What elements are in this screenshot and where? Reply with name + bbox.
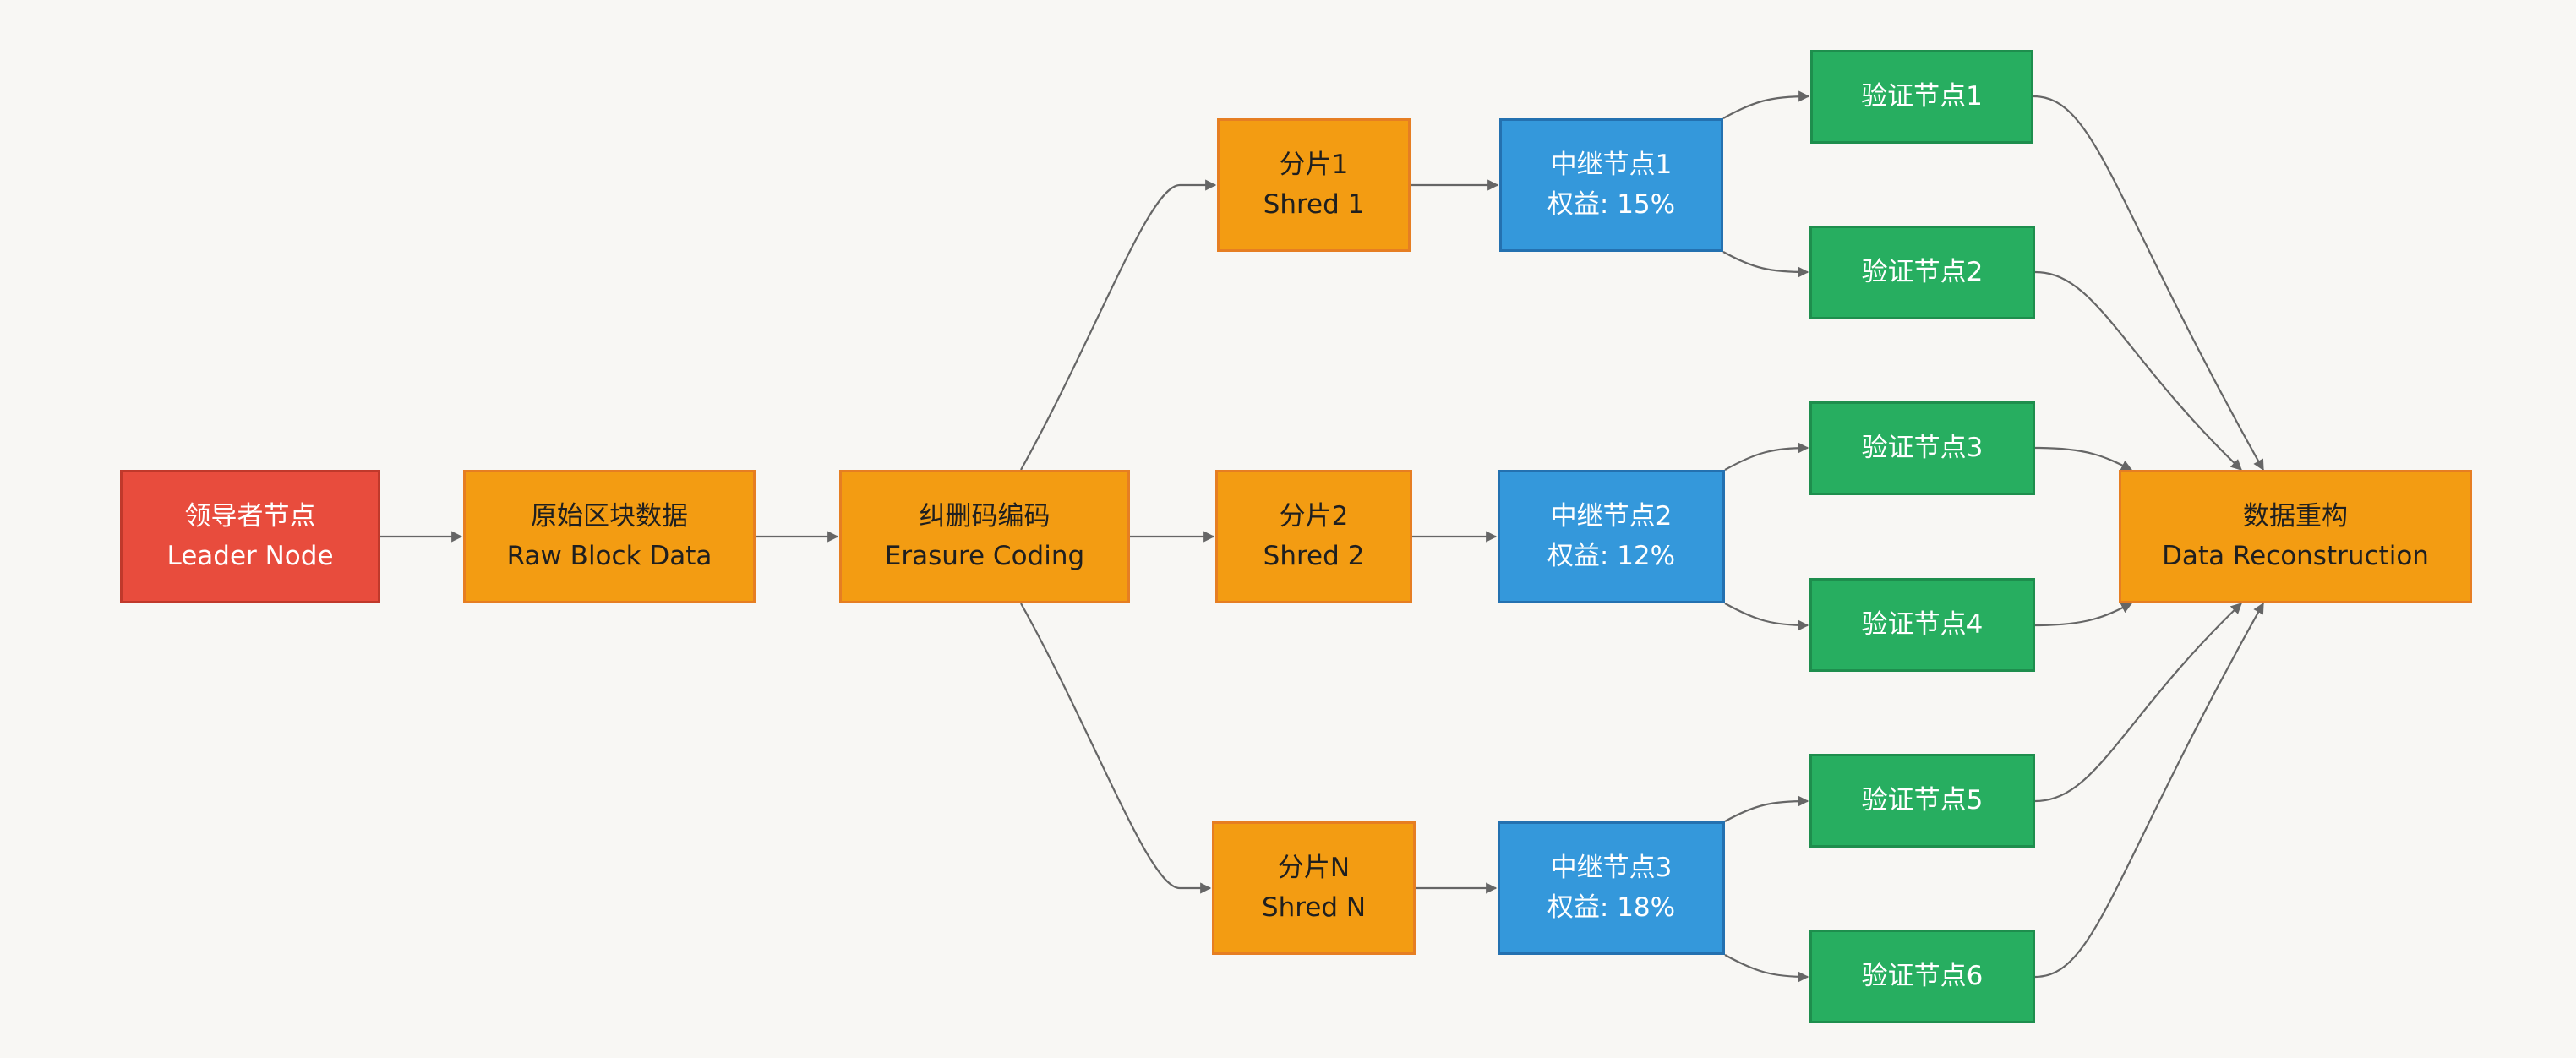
relay-node-2-stake: 权益: 12%	[1547, 541, 1676, 571]
shred-n-label-zh: 分片N	[1277, 853, 1351, 883]
relay-node-1-stake: 权益: 15%	[1547, 189, 1676, 220]
shred-1-node: 分片1 Shred 1	[1217, 118, 1411, 252]
validator-node-4: 验证节点4	[1809, 578, 2035, 672]
validator-node-5-label: 验证节点5	[1861, 785, 1984, 815]
relay-node-2: 中继节点2 权益: 12%	[1498, 470, 1725, 603]
validator-node-6-label: 验证节点6	[1861, 961, 1984, 991]
erasure-coding-node: 纠删码编码 Erasure Coding	[839, 470, 1130, 603]
leader-node: 领导者节点 Leader Node	[120, 470, 380, 603]
raw-block-data-node: 原始区块数据 Raw Block Data	[463, 470, 756, 603]
data-reconstruction-label-zh: 数据重构	[2243, 501, 2348, 532]
validator-node-1: 验证节点1	[1810, 50, 2033, 144]
edge-relay1-v2	[1722, 251, 1809, 278]
edge-v3-recon	[2034, 446, 2133, 471]
edge-erasure-shred1	[1020, 179, 1217, 471]
validator-node-3-label: 验证节点3	[1861, 433, 1984, 463]
shred-2-node: 分片2 Shred 2	[1215, 470, 1412, 603]
leader-node-label-en: Leader Node	[166, 541, 334, 571]
edge-relay2-v3	[1724, 442, 1809, 471]
shred-n-node: 分片N Shred N	[1212, 821, 1416, 955]
relay-node-2-label: 中继节点2	[1550, 501, 1673, 532]
data-reconstruction-node: 数据重构 Data Reconstruction	[2119, 470, 2472, 603]
edge-v6-recon	[2034, 602, 2264, 979]
raw-block-data-label-en: Raw Block Data	[506, 541, 712, 571]
erasure-coding-label-en: Erasure Coding	[884, 541, 1085, 571]
edge-relay3-v5	[1724, 795, 1809, 822]
edge-v4-recon	[2034, 603, 2133, 627]
erasure-coding-label-zh: 纠删码编码	[919, 501, 1051, 532]
shred-1-label-en: Shred 1	[1263, 189, 1365, 220]
edge-relay2-v4	[1724, 603, 1809, 631]
data-reconstruction-label-en: Data Reconstruction	[2162, 541, 2429, 571]
validator-node-2-label: 验证节点2	[1861, 257, 1984, 287]
validator-node-2: 验证节点2	[1809, 226, 2035, 319]
edge-erasure-shredn	[1020, 603, 1212, 894]
edge-relay1-v1	[1722, 90, 1810, 119]
shred-2-label-en: Shred 2	[1263, 541, 1365, 571]
edge-v5-recon	[2034, 603, 2242, 803]
relay-node-3-stake: 权益: 18%	[1547, 892, 1676, 923]
validator-node-4-label: 验证节点4	[1861, 609, 1984, 640]
shred-2-label-zh: 分片2	[1279, 501, 1349, 532]
validator-node-3: 验证节点3	[1809, 401, 2035, 495]
validator-node-1-label: 验证节点1	[1861, 81, 1983, 112]
shred-1-label-zh: 分片1	[1279, 150, 1349, 180]
relay-node-1: 中继节点1 权益: 15%	[1499, 118, 1723, 252]
relay-node-3: 中继节点3 权益: 18%	[1498, 821, 1725, 955]
validator-node-6: 验证节点6	[1809, 930, 2035, 1023]
shred-n-label-en: Shred N	[1261, 892, 1367, 923]
raw-block-data-label-zh: 原始区块数据	[531, 501, 688, 532]
edge-v1-recon	[2033, 95, 2264, 472]
edge-relay3-v6	[1724, 954, 1809, 983]
relay-node-1-label: 中继节点1	[1550, 150, 1673, 180]
edge-v2-recon	[2034, 270, 2242, 471]
relay-node-3-label: 中继节点3	[1550, 853, 1673, 883]
leader-node-label-zh: 领导者节点	[184, 501, 316, 532]
validator-node-5: 验证节点5	[1809, 754, 2035, 848]
